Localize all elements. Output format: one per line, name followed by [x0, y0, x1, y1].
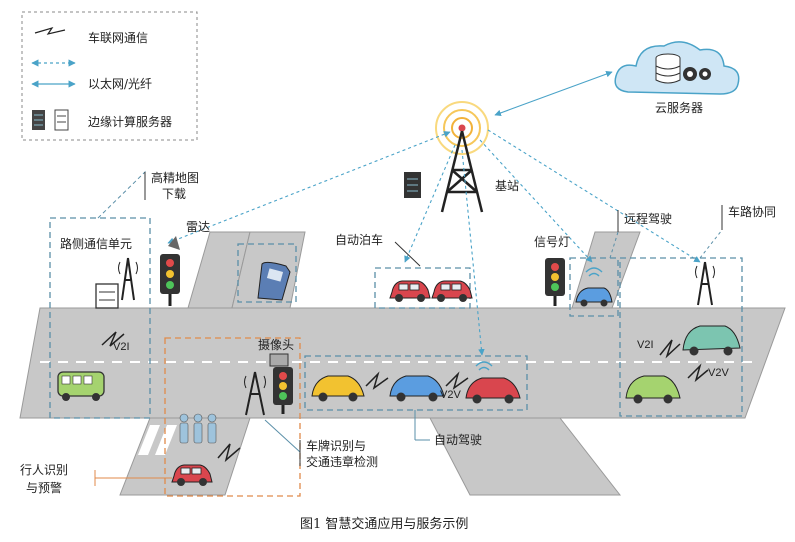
v2v-right-label: V2V: [708, 367, 729, 379]
cloud-server: 云服务器: [614, 41, 740, 115]
rsu-group: 路侧通信单元 V2I: [49, 217, 151, 419]
antenna-icon: [118, 257, 138, 301]
car-icon: [465, 377, 521, 404]
legend-v2x-label: 车联网通信: [88, 30, 148, 45]
hd-map-callout: 高精地图 下载: [97, 170, 199, 219]
road-network: [19, 231, 786, 496]
pedestrian-label: 行人识别: [20, 463, 68, 477]
center-top-group: [237, 243, 297, 303]
link-base-rsu: [167, 131, 451, 244]
gear-icon: [683, 67, 711, 81]
auto-parking-label: 自动泊车: [335, 232, 383, 247]
car-icon: [257, 261, 291, 301]
connections: [167, 70, 701, 356]
base-station-label: 基站: [495, 179, 519, 193]
hd-map-label: 高精地图: [151, 170, 199, 185]
rsu-label: 路侧通信单元: [60, 236, 132, 251]
lightning-icon: [659, 339, 681, 359]
link-cloud-base: [494, 70, 613, 117]
traffic-light-left: [160, 254, 180, 306]
rsu-server-icon: [95, 283, 119, 309]
signal-light-group: 信号灯: [534, 235, 570, 306]
tower-icon: [440, 130, 484, 213]
antenna-icon: [695, 261, 715, 306]
link-base-remote: [479, 139, 593, 263]
wifi-icon: [475, 361, 493, 371]
remote-driving-label: 远程驾驶: [624, 211, 672, 226]
camera-label: 摄像头: [258, 337, 294, 352]
zebra-crossing: [121, 425, 177, 455]
legend-ethernet-label: 以太网/光纤: [88, 76, 152, 91]
plate-recognition-label-2: 交通违章检测: [306, 454, 378, 469]
lightning-icon: [34, 26, 66, 35]
traffic-light-center: [273, 367, 293, 414]
base-station: 基站: [404, 101, 519, 213]
link-base-autodrive: [461, 149, 485, 356]
parked-car-icon-2: [431, 280, 473, 303]
v2i-left-label: V2I: [113, 341, 130, 353]
server-icon: [32, 109, 69, 131]
lightning-icon: [101, 331, 125, 347]
auto-parking-group: 自动泊车: [335, 232, 473, 309]
lightning-icon: [217, 443, 241, 463]
signal-light-label: 信号灯: [534, 235, 570, 249]
figure-caption: 图1 智慧交通应用与服务示例: [300, 516, 468, 532]
radar-label: 雷达: [186, 220, 210, 234]
v2i-right-label: V2I: [637, 339, 654, 351]
parked-car-icon-1: [389, 280, 431, 303]
edge-server-icon: [404, 172, 421, 198]
hd-map-label-2: 下载: [162, 187, 186, 201]
pedestrian-group: 摄像头 行人识别 与预警: [20, 337, 301, 497]
car-icon: [625, 375, 681, 404]
legend-edge-server-label: 边缘计算服务器: [88, 114, 172, 129]
lightning-icon: [445, 371, 469, 390]
antenna-icon: [244, 371, 266, 416]
plate-recognition-label: 车牌识别与: [306, 438, 366, 453]
auto-driving-group: V2V 自动驾驶: [304, 355, 528, 447]
car-icon: [682, 325, 741, 356]
radar: 雷达: [168, 220, 210, 250]
car-icon: [389, 375, 445, 402]
cloud-server-label: 云服务器: [655, 100, 703, 115]
vehicle-road-coop-group: 车路协同 V2I V2V: [619, 204, 776, 417]
plate-recognition-callout: 车牌识别与 交通违章检测: [264, 419, 378, 469]
v2v-center-label: V2V: [440, 389, 461, 401]
camera-icon: [269, 353, 289, 367]
wifi-icon: [585, 267, 603, 277]
radar-icon: [168, 236, 180, 250]
car-icon: [311, 375, 365, 402]
vehicle-road-coop-label: 车路协同: [728, 204, 776, 219]
car-icon: [575, 287, 613, 307]
legend: 车联网通信 以太网/光纤 边缘计算服务器: [21, 11, 198, 141]
bus-icon: [57, 371, 105, 401]
link-base-parking: [404, 144, 456, 263]
remote-driving-group: 远程驾驶: [569, 210, 672, 317]
lightning-icon: [365, 371, 389, 390]
lightning-icon: [687, 363, 709, 383]
auto-driving-label: 自动驾驶: [434, 432, 482, 447]
database-icon: [655, 53, 681, 84]
road-lower-right: [429, 417, 622, 496]
pedestrian-icon: [179, 413, 217, 444]
pedestrian-label-2: 与预警: [26, 480, 62, 495]
